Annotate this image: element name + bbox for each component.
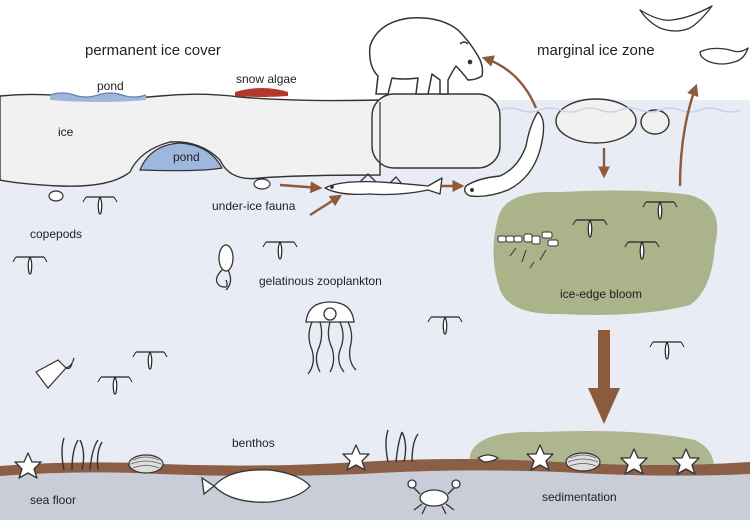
ice-floe-large (555, 98, 637, 144)
arrow-zooplankton-to-fish (309, 194, 343, 217)
label-sea-floor: sea floor (30, 493, 77, 507)
ice-floe-small (640, 109, 670, 135)
seal-icon (463, 111, 545, 198)
crab-icon (407, 479, 461, 515)
ice-block (371, 93, 501, 169)
sedimentation-arrow-head (588, 388, 620, 424)
label-snow-algae: snow algae (236, 72, 297, 86)
label-ice: ice (58, 125, 74, 139)
shrimp-icon (476, 454, 500, 463)
polar-bear-icon (368, 17, 484, 95)
arrow-bloom-to-bird (678, 83, 699, 187)
label-benthos: benthos (232, 436, 275, 450)
sediment-layer (0, 459, 750, 476)
squid-icon (35, 178, 271, 389)
ice-edge-bloom-area (493, 190, 718, 315)
sea-grass-icon (61, 429, 419, 471)
label-permanent-ice-cover: permanent ice cover (85, 42, 221, 59)
snow-algae-patch (235, 88, 288, 97)
label-pond-under: pond (173, 150, 200, 164)
label-gelatinous-zooplankton: gelatinous zooplankton (259, 274, 382, 288)
ctenophore-icon (215, 244, 234, 291)
label-copepods: copepods (30, 227, 83, 241)
food-web-arrows (279, 55, 699, 217)
label-ice-edge-bloom: ice-edge bloom (560, 287, 643, 301)
jellyfish-icon (305, 301, 357, 375)
phytoplankton-icon (497, 231, 559, 269)
label-pond-surface: pond (97, 79, 124, 93)
bird-icon (639, 5, 749, 65)
arrow-fauna-to-fish (279, 181, 323, 194)
label-sedimentation: sedimentation (542, 490, 617, 504)
arrow-seal-to-bear (481, 55, 538, 109)
flatfish-icon (201, 469, 311, 503)
label-under-ice-fauna: under-ice fauna (212, 199, 296, 213)
water-surface-line (499, 107, 741, 113)
label-marginal-ice-zone: marginal ice zone (537, 42, 655, 59)
under-ice-pond (139, 142, 223, 172)
